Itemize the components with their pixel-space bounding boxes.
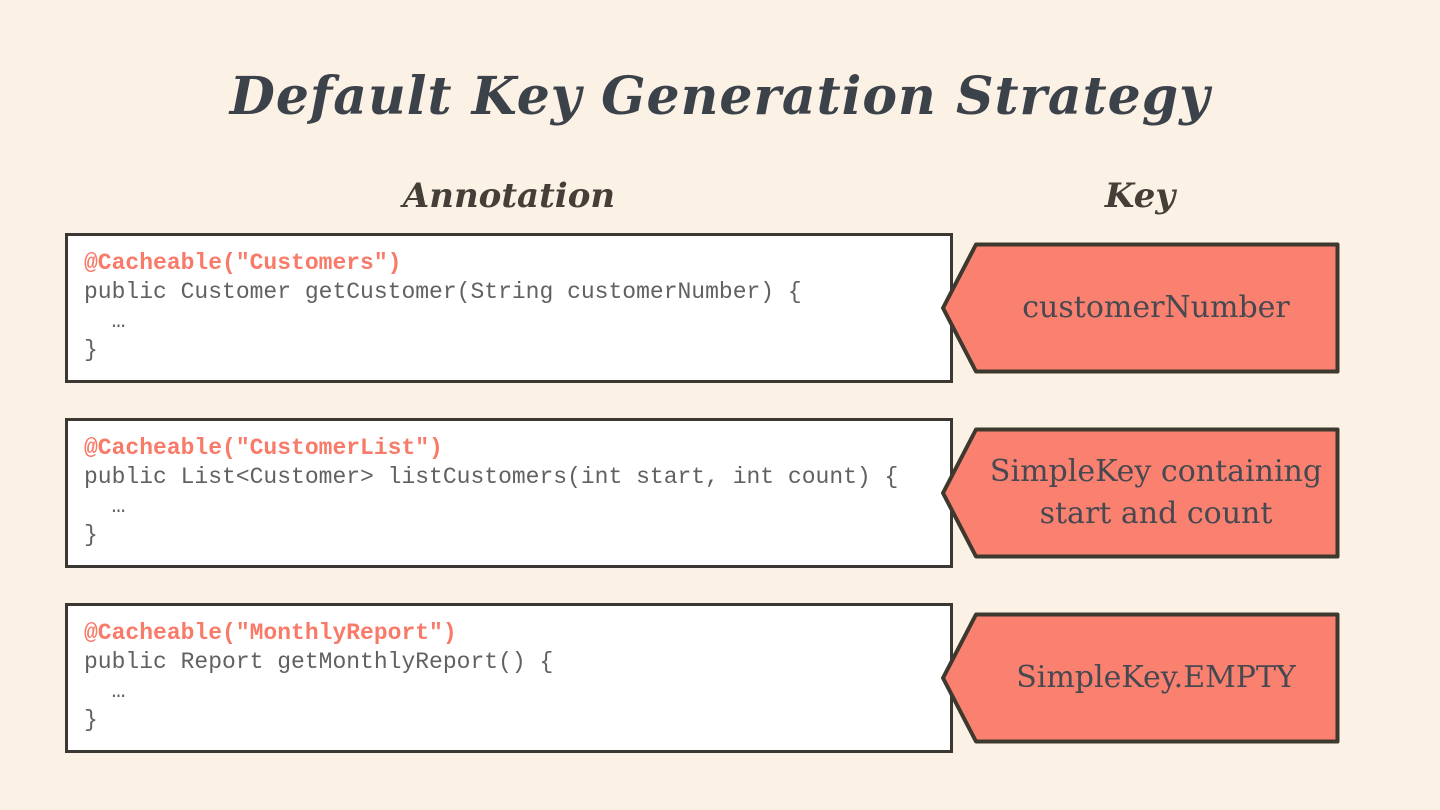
code-line: } [84, 707, 98, 733]
annotation-code-box: @Cacheable("Customers") public Customer g… [65, 233, 953, 383]
annotation-column-header: Annotation [402, 176, 616, 216]
left-arrow-shape [941, 242, 1340, 374]
code-line: public Report getMonthlyReport() { [84, 649, 554, 675]
code-line: public Customer getCustomer(String custo… [84, 279, 802, 305]
code-line: public List<Customer> listCustomers(int … [84, 464, 899, 490]
annotation-code-box: @Cacheable("CustomerList") public List<Cu… [65, 418, 953, 568]
code-line: } [84, 337, 98, 363]
left-arrow-shape [941, 612, 1340, 744]
key-column-header: Key [1104, 176, 1176, 216]
mapping-row: @Cacheable("CustomerList") public List<Cu… [0, 418, 1440, 568]
code-line: … [84, 678, 126, 704]
key-arrow: SimpleKey.EMPTY [940, 612, 1340, 744]
code-line: … [84, 308, 126, 334]
code-line: } [84, 522, 98, 548]
key-label: SimpleKey containing start and count [989, 454, 1323, 531]
key-arrow: SimpleKey containing start and count [940, 427, 1340, 559]
cacheable-annotation-line: @Cacheable("CustomerList") [84, 435, 443, 461]
key-arrow: customerNumber [940, 242, 1340, 374]
annotation-code-box: @Cacheable("MonthlyReport") public Report… [65, 603, 953, 753]
code-line: … [84, 493, 126, 519]
page-title: Default Key Generation Strategy [229, 66, 1211, 127]
left-arrow-shape [941, 427, 1340, 559]
key-label: SimpleKey.EMPTY [1016, 660, 1296, 695]
cacheable-annotation-line: @Cacheable("Customers") [84, 250, 402, 276]
mapping-row: @Cacheable("MonthlyReport") public Report… [0, 603, 1440, 753]
key-label: customerNumber [1022, 290, 1290, 325]
mapping-row: @Cacheable("Customers") public Customer g… [0, 233, 1440, 383]
cacheable-annotation-line: @Cacheable("MonthlyReport") [84, 620, 457, 646]
